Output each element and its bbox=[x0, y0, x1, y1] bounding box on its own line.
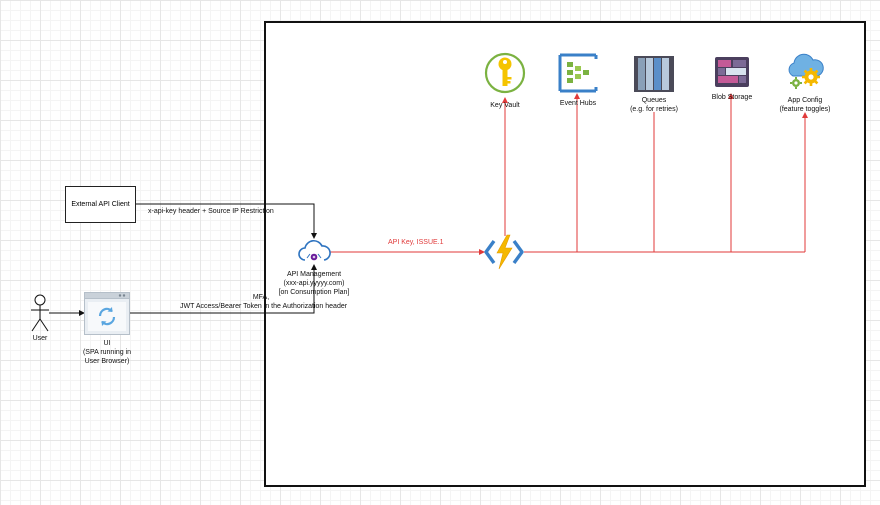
edge-label-client-to-apim: x-api-key header + Source IP Restriction bbox=[148, 208, 274, 215]
key-vault-label: Key Vault bbox=[490, 102, 520, 109]
app-config-label: App Config (feature toggles) bbox=[774, 96, 836, 114]
blob-storage-icon[interactable] bbox=[714, 56, 750, 88]
browser-app-icon[interactable] bbox=[84, 292, 130, 335]
queues-label-line1: Queues bbox=[641, 97, 667, 104]
app-configuration-icon[interactable] bbox=[784, 52, 826, 92]
app-config-label-line1: App Config bbox=[787, 97, 823, 104]
edge-label-ui-to-apim: MFA, JWT Access/Bearer Token in the Auth… bbox=[180, 293, 348, 311]
event-hubs-icon[interactable] bbox=[558, 53, 598, 93]
external-api-client-node[interactable]: External API Client bbox=[65, 186, 136, 223]
queues-icon[interactable] bbox=[633, 55, 675, 93]
edge-label-ui-line2: JWT Access/Bearer Token in the Authoriza… bbox=[180, 303, 348, 310]
apim-label-line2: (xxx-api.yyyyy.com) bbox=[283, 280, 345, 287]
edge-label-apim-to-function: API Key, ISSUE.1 bbox=[388, 239, 444, 246]
edge-client-to-apim bbox=[135, 203, 317, 239]
blob-storage-label: Blob Storage bbox=[711, 94, 753, 101]
edge-label-ui-line1: MFA, bbox=[252, 294, 270, 301]
apim-label: API Management (xxx-api.yyyyy.com) [on C… bbox=[268, 270, 360, 297]
api-management-icon[interactable] bbox=[297, 238, 331, 266]
external-api-client-label: External API Client bbox=[71, 201, 130, 208]
apim-label-line1: API Management bbox=[286, 271, 342, 278]
ui-label-line2: (SPA running in bbox=[82, 349, 132, 356]
app-config-label-line2: (feature toggles) bbox=[779, 106, 831, 113]
user-label: User bbox=[32, 335, 48, 342]
edge-ui-to-apim bbox=[130, 264, 317, 314]
ui-label-line1: UI bbox=[103, 340, 111, 347]
key-vault-icon[interactable] bbox=[484, 52, 526, 94]
user-icon[interactable] bbox=[28, 293, 52, 333]
ui-label-line3: User Browser) bbox=[84, 358, 130, 365]
event-hubs-label: Event Hubs bbox=[559, 100, 597, 107]
queues-label: Queues (e.g. for retries) bbox=[626, 96, 682, 114]
system-boundary bbox=[264, 21, 866, 487]
azure-function-icon[interactable] bbox=[484, 234, 524, 270]
apim-label-line3: [on Consumption Plan] bbox=[278, 289, 350, 296]
queues-label-line2: (e.g. for retries) bbox=[630, 106, 678, 113]
ui-label: UI (SPA running in User Browser) bbox=[72, 339, 142, 366]
